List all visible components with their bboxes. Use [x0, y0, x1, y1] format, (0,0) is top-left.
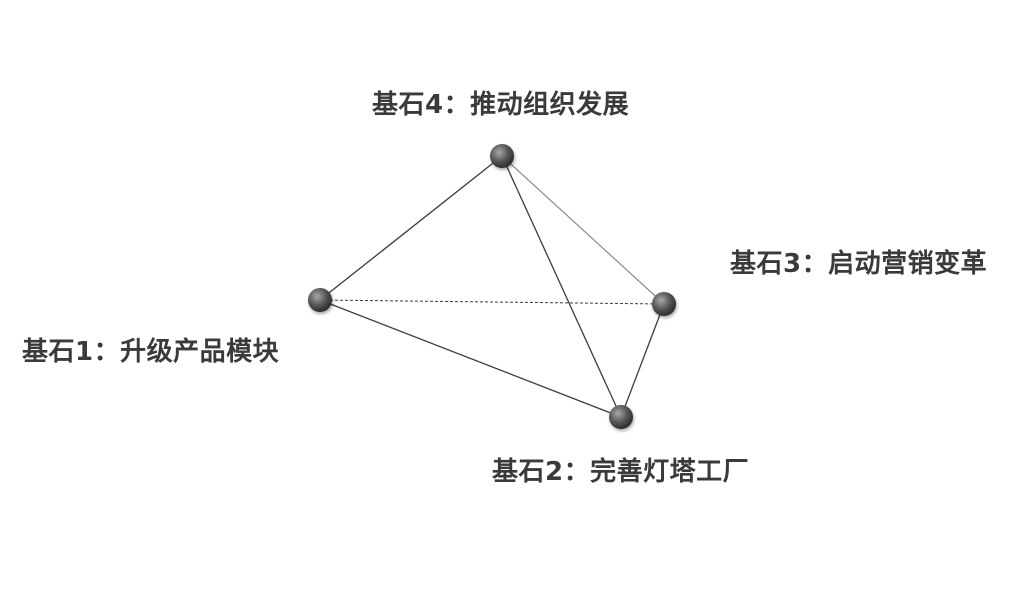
edge-n4-n1	[319, 155, 503, 301]
nodes-layer	[308, 144, 676, 429]
node-n1	[308, 288, 332, 312]
node-n3	[652, 292, 676, 316]
edge-n4-n3	[501, 155, 665, 305]
edge-n1-n2	[319, 299, 622, 418]
edges-layer	[319, 155, 665, 418]
edge-n3-n2	[620, 303, 665, 418]
node-label-2: 基石2：完善灯塔工厂	[492, 457, 750, 487]
edge-n4-n2	[501, 155, 622, 418]
node-label-4: 基石4：推动组织发展	[372, 90, 630, 120]
node-label-3: 基石3：启动营销变革	[730, 249, 988, 279]
node-n4	[490, 144, 514, 168]
node-n2	[609, 405, 633, 429]
node-label-1: 基石1：升级产品模块	[22, 337, 280, 367]
edge-n1-n3	[319, 299, 665, 305]
